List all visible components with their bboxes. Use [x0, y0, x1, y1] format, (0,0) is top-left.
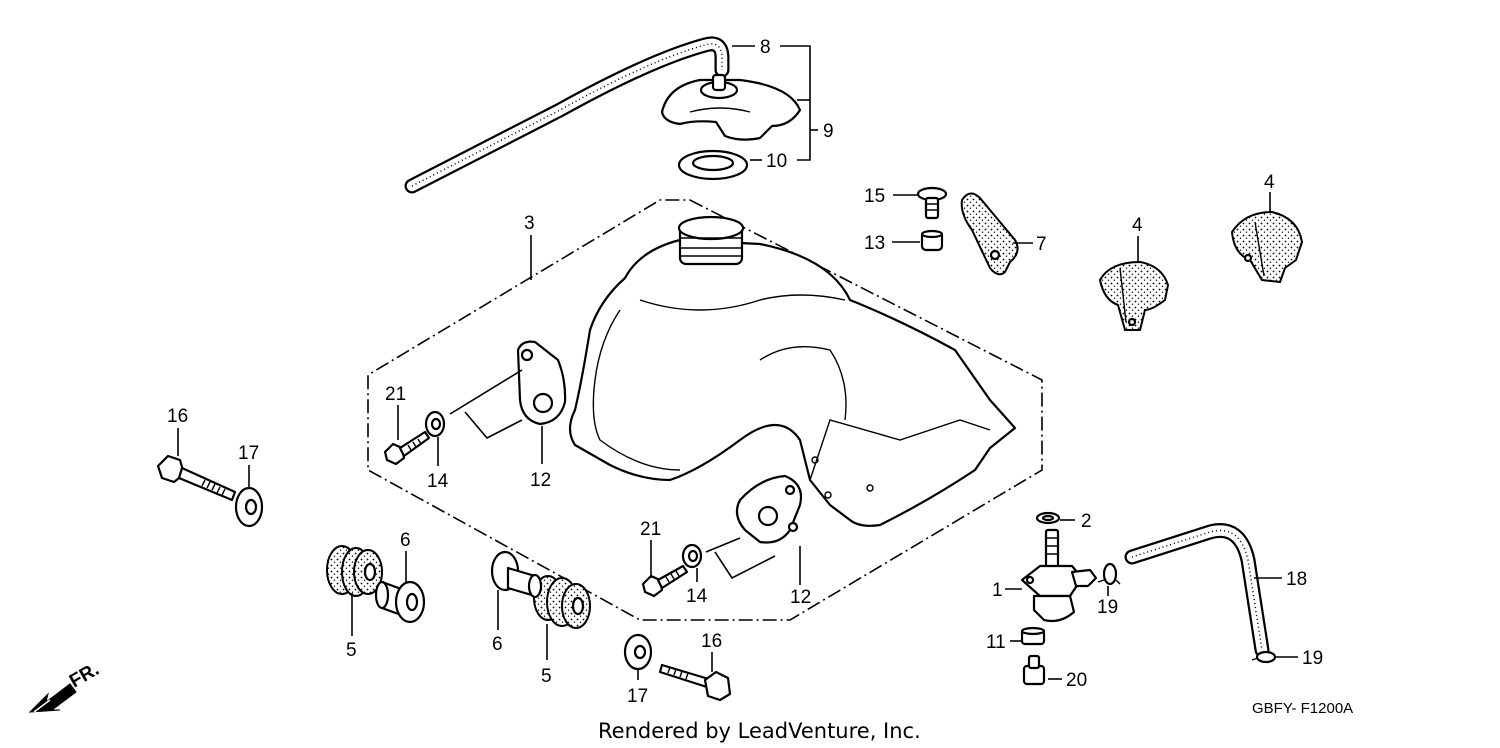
- callout-21b: 21: [640, 519, 661, 540]
- callout-1: 1: [992, 580, 1003, 601]
- collar-washer-part-14b[interactable]: [681, 543, 703, 569]
- callout-12a: 12: [530, 470, 551, 491]
- washer-part-17a[interactable]: [234, 486, 264, 528]
- screw-part-15[interactable]: [916, 186, 948, 220]
- callout-5b: 5: [541, 666, 552, 687]
- tank-cushion-part-4a[interactable]: [1098, 260, 1170, 331]
- callout-3: 3: [524, 213, 535, 234]
- o-ring-part-2[interactable]: [1035, 511, 1061, 525]
- tube-clip-part-19a[interactable]: [1097, 562, 1121, 586]
- callout-21a: 21: [385, 384, 406, 405]
- callout-6a: 6: [400, 530, 411, 551]
- callout-15: 15: [864, 186, 885, 207]
- callout-8: 8: [760, 37, 771, 58]
- collar-part-13[interactable]: [920, 229, 944, 252]
- tank-bracket-upper-part-12[interactable]: [516, 340, 567, 426]
- collar-part-6b[interactable]: [490, 550, 543, 599]
- fuel-tank-part-3[interactable]: [568, 215, 1017, 527]
- fuel-tube-part-18[interactable]: [1124, 523, 1270, 658]
- assembly-boundary: [367, 199, 1043, 621]
- band-part-7[interactable]: [960, 192, 1019, 276]
- callout-2: 2: [1081, 511, 1092, 532]
- callout-14a: 14: [427, 471, 449, 492]
- fuel-valve-part-1[interactable]: [1020, 528, 1098, 623]
- tube-clip-part-19b[interactable]: [1251, 650, 1277, 664]
- callout-18: 18: [1286, 569, 1307, 590]
- o-ring-part-11[interactable]: [1020, 626, 1046, 646]
- collar-washer-part-14a[interactable]: [424, 410, 446, 438]
- drain-bolt-part-20[interactable]: [1022, 654, 1046, 686]
- callout-16b: 16: [701, 631, 722, 652]
- callout-9: 9: [823, 121, 834, 142]
- callout-7: 7: [1036, 234, 1047, 255]
- callout-4b: 4: [1264, 172, 1275, 193]
- callout-6b: 6: [492, 634, 503, 655]
- callout-4a: 4: [1132, 215, 1143, 236]
- cap-gasket-part-10[interactable]: [677, 149, 749, 181]
- callout-20: 20: [1066, 670, 1087, 691]
- callout-16a: 16: [167, 406, 188, 427]
- callout-10: 10: [766, 151, 787, 172]
- callout-11: 11: [986, 632, 1006, 653]
- bolt-part-16a[interactable]: [156, 454, 237, 502]
- bolt-part-21a[interactable]: [383, 430, 431, 466]
- tank-cushion-part-4b[interactable]: [1230, 210, 1304, 284]
- callout-13: 13: [864, 233, 885, 254]
- callout-5a: 5: [346, 640, 357, 661]
- breather-hose-part-8[interactable]: [404, 36, 730, 194]
- grommet-part-5b[interactable]: [533, 575, 591, 629]
- fuel-cap-part-9[interactable]: [660, 73, 802, 141]
- callout-17a: 17: [238, 443, 259, 464]
- callout-17b: 17: [627, 686, 648, 707]
- tank-bracket-lower-part-12[interactable]: [735, 474, 803, 544]
- leader-lines: [177, 45, 1298, 680]
- collar-part-6a[interactable]: [374, 580, 426, 624]
- bolt-part-16b[interactable]: [658, 663, 732, 702]
- grommet-part-5a[interactable]: [326, 545, 383, 597]
- callout-14b: 14: [686, 586, 708, 607]
- washer-part-17b[interactable]: [623, 633, 653, 671]
- callout-19a: 19: [1097, 597, 1118, 618]
- credit-line: Rendered by LeadVenture, Inc.: [598, 719, 921, 743]
- front-direction-arrow-icon: [28, 683, 77, 713]
- drawing-code: GBFY- F1200A: [1252, 700, 1353, 717]
- callout-19b: 19: [1302, 648, 1323, 669]
- bolt-part-21b[interactable]: [641, 564, 689, 598]
- callout-12b: 12: [790, 587, 811, 608]
